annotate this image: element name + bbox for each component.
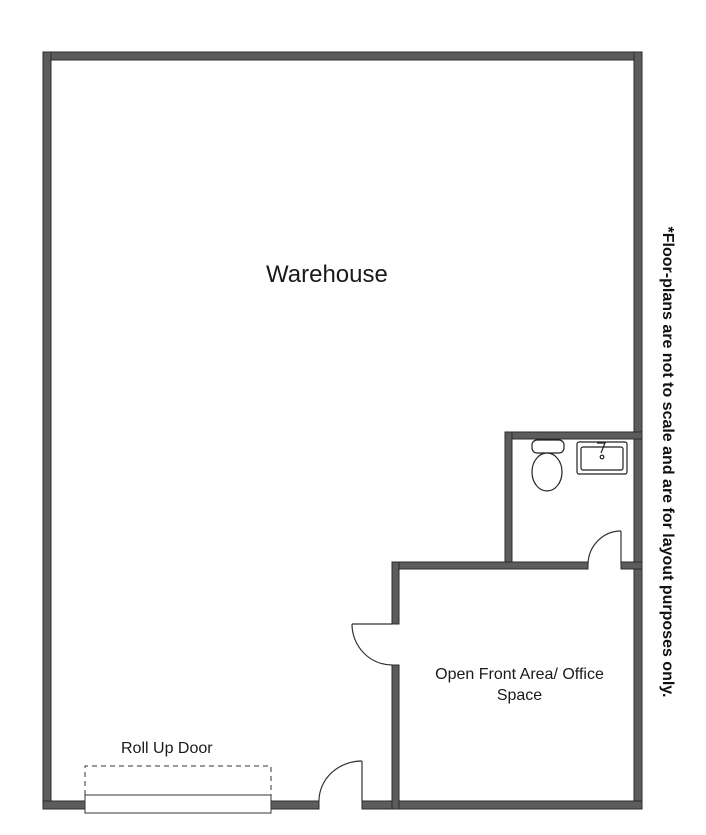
- entry-door: [318, 760, 363, 802]
- wall-right-lower: [633, 566, 643, 810]
- restroom-door: [587, 530, 622, 566]
- wall-bottom-mid: [270, 800, 320, 810]
- disclaimer-text: *Floor-plans are not to scale and are fo…: [659, 226, 676, 698]
- office-wall-top-right: [620, 561, 643, 570]
- restroom-wall-left: [504, 431, 513, 569]
- office-wall-left-upper: [391, 561, 400, 625]
- roll-up-door-label: Roll Up Door: [121, 740, 213, 757]
- wall-bottom-right: [361, 800, 643, 810]
- wall-left: [42, 51, 52, 810]
- office-wall-top: [391, 561, 589, 570]
- restroom-wall-top: [504, 431, 643, 440]
- wall-bottom-left: [42, 800, 86, 810]
- office-door: [351, 623, 393, 666]
- sink-icon: [576, 441, 628, 475]
- roll-up-door: [84, 765, 272, 814]
- office-label: Open Front Area/ Office Space: [435, 666, 604, 704]
- wall-right-upper: [633, 51, 643, 563]
- toilet-icon: [531, 439, 565, 492]
- wall-top: [42, 51, 643, 61]
- walls: [42, 51, 643, 810]
- office-wall-left-lower: [391, 664, 400, 810]
- wall-inner-lines: [50, 59, 635, 801]
- warehouse-label: Warehouse: [266, 261, 388, 288]
